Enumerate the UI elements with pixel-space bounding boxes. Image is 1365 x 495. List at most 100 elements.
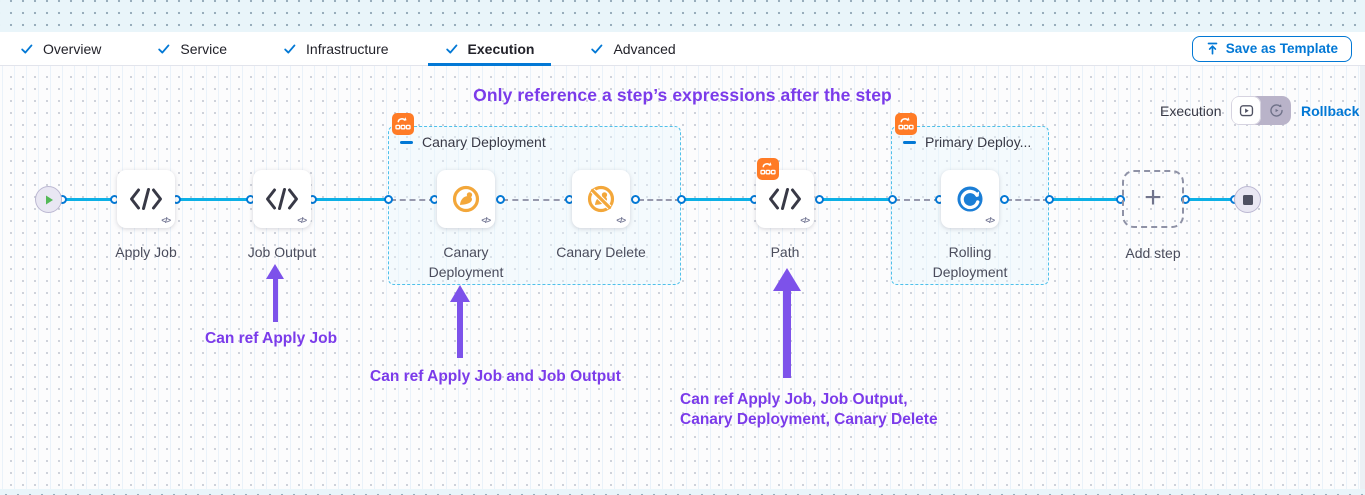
add-step-button[interactable]: + <box>1122 170 1184 228</box>
primary-group-header[interactable]: Primary Deploy... <box>903 134 1031 150</box>
step-node-canary-deployment[interactable]: </> <box>437 170 495 228</box>
step-label-canary-delete: Canary Delete <box>556 244 646 260</box>
annotation-arrow-shaft <box>457 301 463 358</box>
flow-line-dashed <box>638 199 681 201</box>
check-icon <box>20 42 34 56</box>
flow-line-dashed <box>502 199 570 201</box>
upload-icon <box>1206 42 1219 55</box>
step-node-apply-job[interactable]: </> <box>117 170 175 228</box>
rolling-deployment-icon <box>954 183 986 215</box>
shell-script-icon: </> <box>161 216 171 225</box>
annotation-ref-apply-job: Can ref Apply Job <box>205 330 338 347</box>
flow-line <box>681 198 755 201</box>
tab-infrastructure[interactable]: Infrastructure <box>283 32 389 65</box>
tab-overview[interactable]: Overview <box>20 32 101 65</box>
connector-port[interactable] <box>631 195 640 204</box>
step-node-canary-delete[interactable]: </> <box>572 170 630 228</box>
tab-execution[interactable]: Execution <box>427 32 552 66</box>
canary-group-header[interactable]: Canary Deployment <box>400 134 546 150</box>
step-node-job-output[interactable]: </> <box>253 170 311 228</box>
connector-port[interactable] <box>1045 195 1054 204</box>
shell-script-icon: </> <box>985 216 995 225</box>
annotation-arrow-up <box>773 268 801 291</box>
step-label-rolling-deployment: Rolling Deployment <box>932 244 1008 280</box>
group-title: Canary Deployment <box>422 134 546 150</box>
execution-mode-segment[interactable] <box>1231 96 1261 125</box>
tab-label: Infrastructure <box>306 40 389 57</box>
stage-tabbar: Overview Service Infrastructure Executio… <box>0 32 1365 66</box>
rollback-link[interactable]: Rollback <box>1301 103 1360 119</box>
flow-line-dashed <box>1006 199 1049 201</box>
shell-script-icon: </> <box>297 216 307 225</box>
pipeline-end-node <box>1234 186 1261 213</box>
canary-deployment-group[interactable]: Canary Deployment <box>388 126 681 285</box>
canvas-scrollbar-track[interactable] <box>1360 66 1365 495</box>
code-icon <box>264 186 300 212</box>
flow-line <box>61 198 115 201</box>
play-icon <box>43 194 55 206</box>
execution-rollback-toggle[interactable] <box>1231 96 1291 125</box>
flow-line <box>820 198 892 201</box>
collapse-minus-icon[interactable] <box>400 140 413 144</box>
connector-port[interactable] <box>496 195 505 204</box>
step-label-path: Path <box>770 244 800 260</box>
stop-icon <box>1242 194 1253 205</box>
canary-delete-icon <box>585 183 617 215</box>
canvas-annotation-title: Only reference a step’s expressions afte… <box>473 85 892 105</box>
flow-line-dashed <box>390 199 435 201</box>
connector-port[interactable] <box>1116 195 1125 204</box>
connector-port[interactable] <box>1000 195 1009 204</box>
top-canvas-band <box>0 0 1365 32</box>
pipeline-canvas[interactable]: Only reference a step’s expressions afte… <box>0 66 1365 495</box>
check-icon <box>445 42 459 56</box>
code-icon <box>128 186 164 212</box>
rollback-mode-segment[interactable] <box>1261 96 1291 125</box>
rollback-steps-badge[interactable] <box>392 113 414 140</box>
step-label-canary-deployment: Canary Deployment <box>428 244 504 280</box>
connector-port[interactable] <box>384 195 393 204</box>
shell-script-icon: </> <box>800 216 810 225</box>
check-icon <box>157 42 171 56</box>
shell-script-icon: </> <box>616 216 626 225</box>
annotation-ref-all-line1: Can ref Apply Job, Job Output, <box>680 391 908 408</box>
canary-icon <box>450 183 482 215</box>
tab-label: Overview <box>43 40 102 57</box>
step-label-apply-job: Apply Job <box>115 244 177 260</box>
connector-port[interactable] <box>815 195 824 204</box>
tab-label: Service <box>180 40 228 57</box>
flow-line <box>313 198 389 201</box>
pipeline-start-node <box>35 186 62 213</box>
save-as-template-label: Save as Template <box>1225 40 1338 56</box>
save-as-template-button[interactable]: Save as Template <box>1191 35 1352 62</box>
annotation-arrow-shaft <box>783 290 791 378</box>
flow-line <box>1186 198 1235 201</box>
bottom-canvas-band <box>0 489 1365 495</box>
tab-service[interactable]: Service <box>157 32 227 65</box>
flow-line <box>177 198 251 201</box>
rollback-steps-badge[interactable] <box>757 158 779 185</box>
rollback-circle-icon <box>1268 102 1285 119</box>
annotation-ref-all-line2: Canary Deployment, Canary Delete <box>680 410 938 428</box>
annotation-arrow-up <box>266 264 284 279</box>
plus-icon: + <box>1144 180 1162 214</box>
shell-script-icon: </> <box>481 216 491 225</box>
annotation-arrow-up <box>450 285 470 302</box>
flow-line-dashed <box>894 199 940 201</box>
execution-mode-label: Execution <box>1160 103 1222 119</box>
connector-port[interactable] <box>888 195 897 204</box>
collapse-minus-icon[interactable] <box>903 140 916 144</box>
step-node-rolling-deployment[interactable]: </> <box>941 170 999 228</box>
tab-advanced[interactable]: Advanced <box>590 32 676 65</box>
rollback-steps-badge[interactable] <box>895 113 917 140</box>
flow-line <box>1049 198 1121 201</box>
annotation-ref-all: Can ref Apply Job, Job Output, Canary De… <box>680 390 938 429</box>
execution-steps-icon <box>1238 102 1255 119</box>
check-icon <box>283 42 297 56</box>
step-label-job-output: Job Output <box>247 244 317 260</box>
check-icon <box>590 42 604 56</box>
tab-label: Execution <box>467 40 535 57</box>
tab-label: Advanced <box>613 40 676 57</box>
connector-port[interactable] <box>677 195 686 204</box>
annotation-ref-apply-job-output: Can ref Apply Job and Job Output <box>370 368 621 385</box>
add-step-label: Add step <box>1125 245 1181 261</box>
